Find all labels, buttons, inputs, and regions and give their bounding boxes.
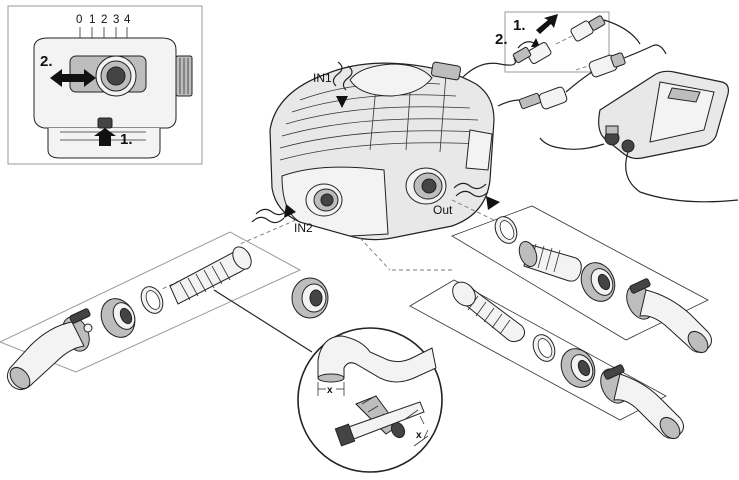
press-up-arrow [94,128,116,146]
pump-body [269,61,495,241]
controller-box [598,70,729,160]
spare-union-nut [291,277,329,319]
scale-mark-3: 3 [113,14,119,26]
hose-tail-left [169,246,252,305]
scale-mark-4: 4 [124,14,131,26]
label-in2: IN2 [294,221,313,235]
scale-mark-0: 0 [76,14,82,26]
hose-kit-left [0,231,302,390]
hose-left [6,321,85,390]
inset-step-2: 2. [40,53,53,70]
connector-step-1: 1. [513,17,526,34]
flow-adjust-inset: 0 1 2 3 4 2. 1. [7,5,203,165]
union-nut-right-upper [580,262,616,302]
scale-mark-1: 1 [89,14,95,26]
cable-plug-2 [575,52,626,78]
hose-tail-right-lower [452,281,526,343]
inlet-port-in2 [305,183,343,217]
cutting-detail: x x [297,327,443,473]
cable-plug-3 [518,86,568,110]
dimension-x-bottom: x [416,430,422,441]
slide-double-arrow [50,69,96,87]
pump-cable [461,57,516,79]
detail-leader-line [213,289,313,353]
dimension-x-top: x [327,385,333,396]
connector-step-2: 2. [495,31,508,48]
plug-male [570,15,606,42]
outlet-port [405,167,447,205]
knife-icon [334,401,425,447]
connector-push-arrow [536,14,558,34]
label-out: Out [433,203,453,217]
union-nut-left [100,298,136,338]
out-flow-arrow [453,182,500,210]
in2-flow-arrow [251,204,296,224]
scale-mark-2: 2 [101,14,107,26]
in1-flow-arrow [332,61,353,108]
plug-female [512,42,552,64]
inset-step-1: 1. [120,131,133,148]
label-in1: IN1 [313,71,332,85]
hose-kit-right-lower [409,279,684,440]
hose-kit-right-upper [451,205,712,354]
union-nut-right-lower [560,348,596,388]
hose-tail-right-upper [518,240,582,282]
